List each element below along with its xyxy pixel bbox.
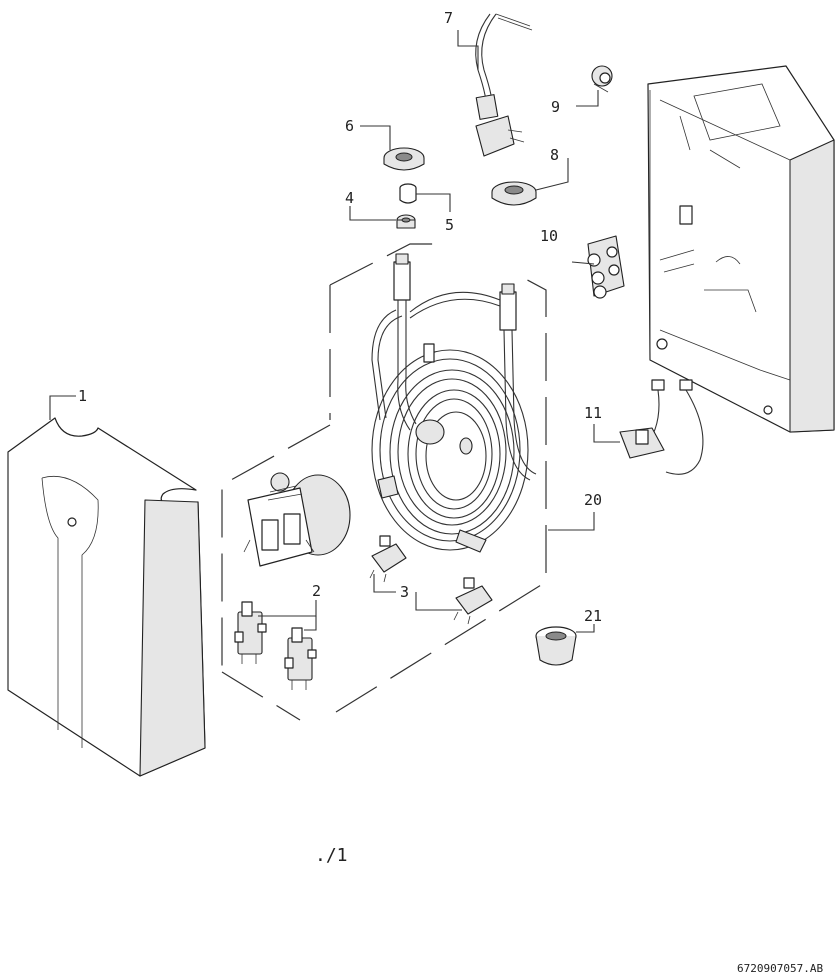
assembly-group-outline: [221, 243, 547, 721]
callout-8: 8: [550, 146, 559, 164]
callout-9: 9: [551, 98, 560, 116]
heating-element-assembly-part: [371, 253, 537, 553]
callout-5: 5: [445, 216, 454, 234]
sleeve-part: [399, 183, 417, 204]
front-cover-part: [7, 417, 206, 777]
callout-6: 6: [345, 117, 354, 135]
callout-2: 2: [312, 582, 321, 600]
power-cable-part: [475, 13, 533, 157]
terminal-block-part: [587, 235, 625, 299]
document-code: 6720907057.AB: [737, 962, 823, 975]
back-housing-part: [647, 65, 835, 433]
callout-11: 11: [584, 404, 602, 422]
footer-note: ./1: [315, 845, 348, 866]
small-nut-part: [396, 214, 416, 229]
thermostat-assembly-part: [243, 472, 351, 567]
callout-1: 1: [78, 387, 87, 405]
callout-21: 21: [584, 607, 602, 625]
callout-4: 4: [345, 189, 354, 207]
cable-bushing-part: [591, 65, 613, 93]
grommet-part: [383, 147, 425, 171]
callout-3: 3: [400, 583, 409, 601]
control-knob-part: [535, 626, 577, 666]
callout-10: 10: [540, 227, 558, 245]
large-grommet-part: [491, 181, 537, 206]
micro-switch-pair-part: [234, 601, 317, 690]
callout-labels: 1 2 3 4 5 6 7 8 9 10 11 20 21: [78, 9, 602, 625]
callout-7: 7: [444, 9, 453, 27]
coil-switch-pair-part: [369, 535, 493, 625]
wiring-harness-part: [619, 379, 704, 475]
callout-20: 20: [584, 491, 602, 509]
leader-lines: [49, 30, 620, 633]
